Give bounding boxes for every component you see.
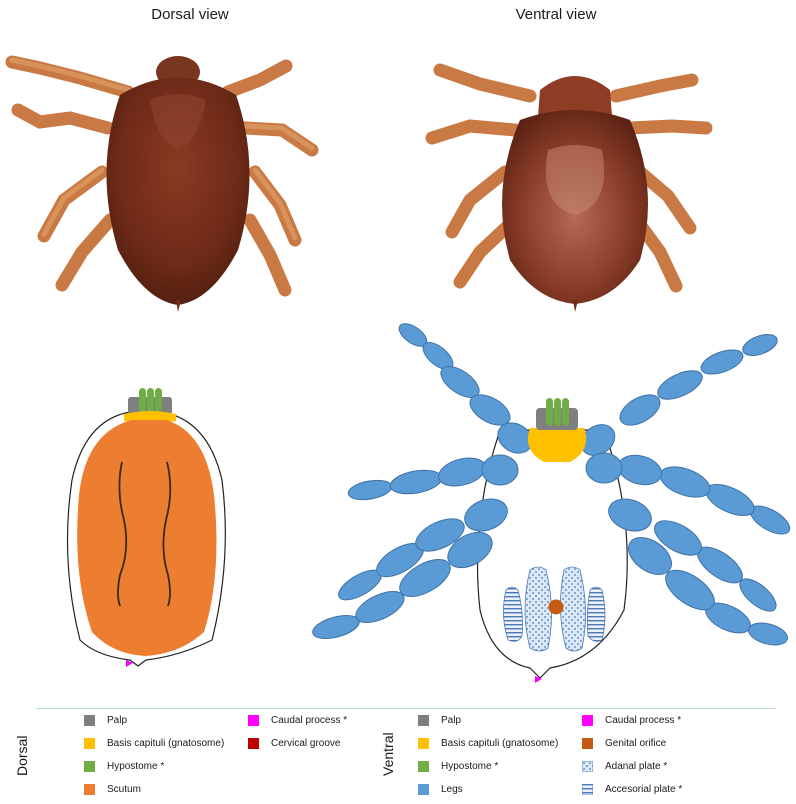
dorsal-hypostome-mid	[147, 388, 154, 412]
basis-capituli-swatch	[418, 738, 429, 749]
accessory-plate-swatch	[582, 784, 593, 795]
legend-divider	[36, 708, 776, 709]
legend-dorsal-palp: Palp	[84, 715, 127, 726]
legend-label: Basis capituli (gnatosome)	[441, 738, 558, 749]
dorsal-schematic	[68, 388, 226, 667]
legend-label: Adanal plate *	[605, 761, 667, 772]
legend-label: Genital orifice	[605, 738, 666, 749]
palp-swatch	[418, 715, 429, 726]
legs-swatch	[418, 784, 429, 795]
caudal-process-swatch	[582, 715, 593, 726]
legend-dorsal-scutum: Scutum	[84, 784, 141, 795]
dorsal-photo	[12, 56, 312, 312]
accessory-plate-left	[503, 587, 522, 641]
dorsal-hypostome-right	[155, 388, 162, 412]
legend-ventral-basis: Basis capituli (gnatosome)	[418, 738, 558, 749]
genital-orifice-swatch	[582, 738, 593, 749]
caudal-process-swatch	[248, 715, 259, 726]
legend-label: Cervical groove	[271, 738, 340, 749]
ventral-basis-capituli	[528, 428, 586, 462]
adanal-plate-swatch	[582, 761, 593, 772]
hypostome-swatch	[84, 761, 95, 772]
legend-ventral-palp: Palp	[418, 715, 461, 726]
legend-ventral-genital: Genital orifice	[582, 738, 666, 749]
adanal-plate-left	[525, 567, 552, 651]
ventral-photo	[432, 70, 706, 312]
legend-dorsal-hypostome: Hypostome *	[84, 761, 164, 772]
legend-label: Basis capituli (gnatosome)	[107, 738, 224, 749]
legend-label: Accesorial plate *	[605, 784, 682, 795]
legend-ventral-caudal: Caudal process *	[582, 715, 681, 726]
legend-dorsal-cervical: Cervical groove	[248, 738, 340, 749]
dorsal-scutum	[77, 420, 216, 656]
legend-dorsal-basis: Basis capituli (gnatosome)	[84, 738, 224, 749]
legend-ventral-title: Ventral	[380, 732, 396, 776]
legend-ventral-legs: Legs	[418, 784, 463, 795]
legend-ventral-adanal: Adanal plate *	[582, 761, 667, 772]
legend-label: Palp	[441, 715, 461, 726]
genital-orifice	[549, 600, 564, 615]
accessory-plate-right	[587, 587, 605, 641]
legend-dorsal-title: Dorsal	[14, 736, 30, 776]
legend-label: Hypostome *	[107, 761, 164, 772]
dorsal-hypostome-left	[139, 388, 146, 412]
legend-ventral-hypostome: Hypostome *	[418, 761, 498, 772]
legend-label: Palp	[107, 715, 127, 726]
ventral-schematic	[310, 319, 794, 683]
legend-label: Hypostome *	[441, 761, 498, 772]
hypostome-swatch	[418, 761, 429, 772]
legend-label: Scutum	[107, 784, 141, 795]
ventral-hypostome-left	[546, 398, 553, 426]
palp-swatch	[84, 715, 95, 726]
ventral-hypostome-right	[562, 398, 569, 426]
legend-label: Caudal process *	[271, 715, 347, 726]
basis-capituli-swatch	[84, 738, 95, 749]
legend-ventral-accessory: Accesorial plate *	[582, 784, 682, 795]
ventral-hypostome-mid	[554, 398, 561, 426]
legend-dorsal-caudal: Caudal process *	[248, 715, 347, 726]
legend-label: Caudal process *	[605, 715, 681, 726]
cervical-groove-swatch	[248, 738, 259, 749]
legend-label: Legs	[441, 784, 463, 795]
adanal-plate-right	[560, 567, 585, 651]
scutum-swatch	[84, 784, 95, 795]
